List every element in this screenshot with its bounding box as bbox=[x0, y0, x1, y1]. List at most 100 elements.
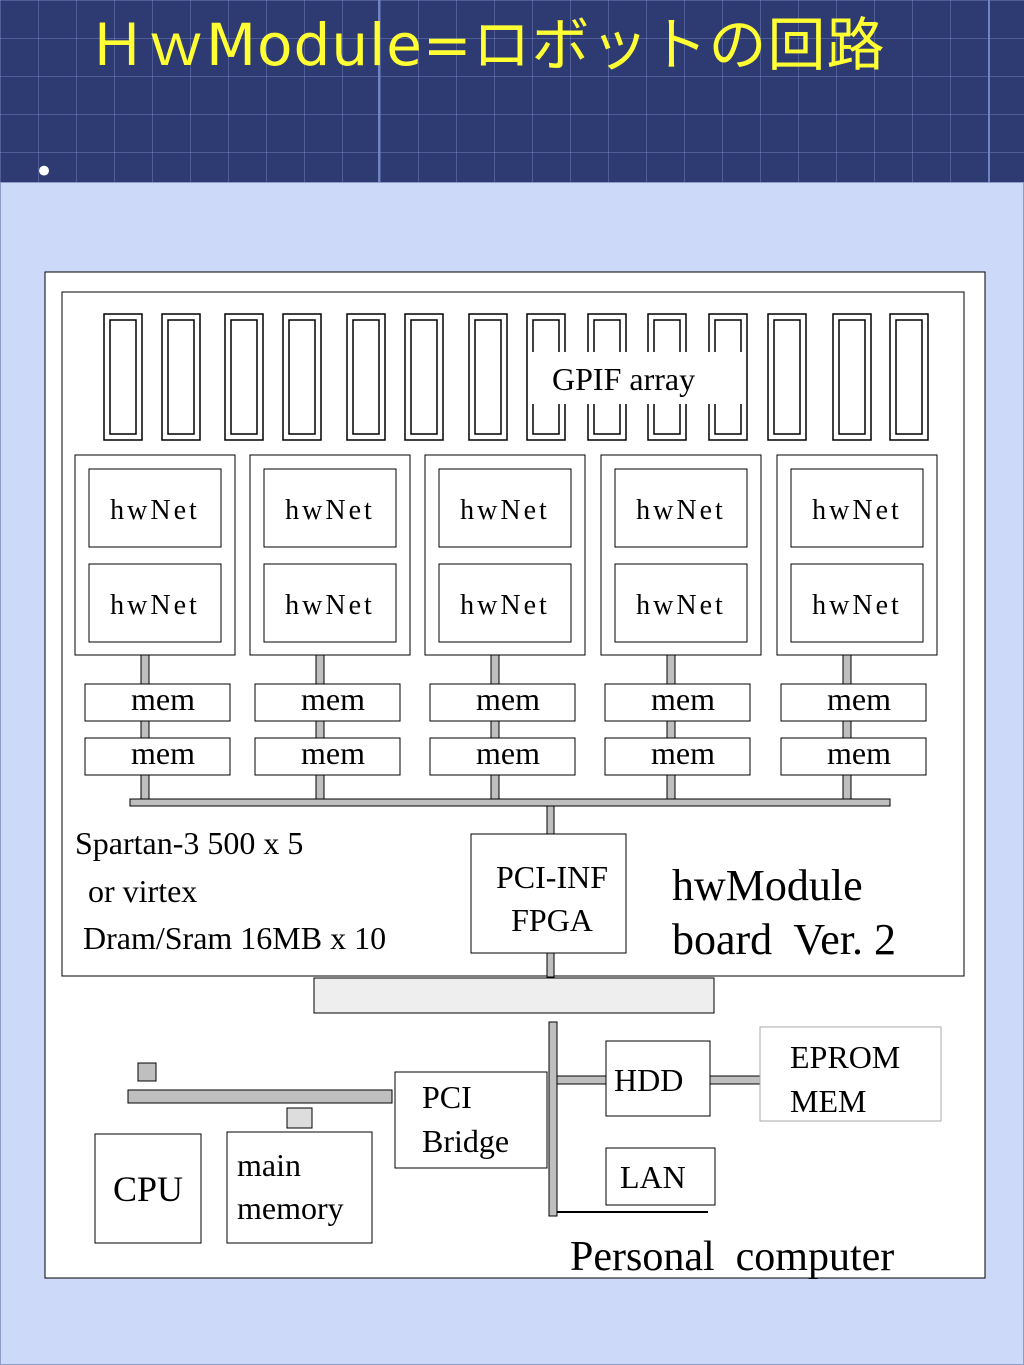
gpif-slot-inner bbox=[230, 319, 258, 435]
spec-line-3: Dram/Sram 16MB x 10 bbox=[75, 920, 386, 956]
board-bus bbox=[129, 798, 891, 807]
pci-slot bbox=[313, 977, 715, 1014]
board-label-2: board Ver. 2 bbox=[672, 915, 896, 964]
eprom-line-1: EPROM bbox=[790, 1039, 900, 1075]
hwnet-box bbox=[263, 468, 397, 548]
mem-label: mem bbox=[651, 735, 715, 771]
spec-line-1: Spartan-3 500 x 5 bbox=[75, 825, 303, 861]
hdd-box bbox=[605, 1040, 711, 1117]
gpif-slot-inner bbox=[288, 319, 316, 435]
slide-title: ＨｗModule=ロボットの回路 bbox=[88, 11, 886, 79]
hwnet-label: hwNet bbox=[812, 590, 902, 621]
module-column: hwNet hwNet mem mem bbox=[776, 454, 938, 800]
hwnet-box bbox=[438, 468, 572, 548]
gpif-slot-inner bbox=[895, 319, 923, 435]
hwnet-label: hwNet bbox=[460, 590, 550, 621]
hwnet-box bbox=[263, 563, 397, 643]
column-bus bbox=[315, 654, 325, 800]
module-column: hwNet hwNet mem mem bbox=[74, 454, 236, 800]
spec-line-2: or virtex bbox=[80, 873, 197, 909]
mem-box bbox=[780, 683, 927, 722]
main-memory-line-1: main bbox=[237, 1147, 301, 1183]
cpu-bus-stub bbox=[137, 1062, 157, 1082]
column-bus bbox=[666, 654, 676, 800]
hwnet-box bbox=[438, 563, 572, 643]
hwnet-box bbox=[88, 468, 222, 548]
module-column: hwNet hwNet mem mem bbox=[600, 454, 762, 800]
pci-inf-connector bbox=[546, 952, 555, 978]
hwnet-label: hwNet bbox=[460, 495, 550, 526]
hwnet-box bbox=[790, 468, 924, 548]
mem-label: mem bbox=[131, 681, 195, 717]
mem-box bbox=[429, 737, 576, 776]
main-memory-line-2: memory bbox=[237, 1190, 344, 1226]
module-column: hwNet hwNet mem mem bbox=[424, 454, 586, 800]
gpif-array bbox=[103, 313, 929, 441]
hwnet-label: hwNet bbox=[285, 495, 375, 526]
mem-label: mem bbox=[476, 681, 540, 717]
hwnet-label: hwNet bbox=[110, 590, 200, 621]
eprom-line-2: MEM bbox=[790, 1083, 866, 1119]
pc-pci-bus bbox=[548, 1021, 558, 1217]
mem-label: mem bbox=[476, 735, 540, 771]
bus-to-pci-inf bbox=[546, 805, 555, 835]
gpif-slot-inner bbox=[474, 319, 502, 435]
mem-label: mem bbox=[827, 735, 891, 771]
mem-label: mem bbox=[301, 735, 365, 771]
board-label-1: hwModule bbox=[672, 861, 863, 910]
hwnet-label: hwNet bbox=[636, 590, 726, 621]
mem-box bbox=[780, 737, 927, 776]
header-grid-line bbox=[988, 0, 990, 182]
header-grid-line bbox=[378, 0, 380, 182]
eprom-link bbox=[709, 1075, 763, 1085]
mem-box bbox=[254, 737, 401, 776]
hwnet-box bbox=[614, 563, 748, 643]
mem-box bbox=[604, 683, 751, 722]
hwnet-box bbox=[88, 563, 222, 643]
hwnet-label: hwNet bbox=[110, 495, 200, 526]
column-bus bbox=[140, 654, 150, 800]
mem-label: mem bbox=[131, 735, 195, 771]
lan-label: LAN bbox=[620, 1159, 686, 1195]
mem-box bbox=[84, 737, 231, 776]
lan-box bbox=[605, 1147, 716, 1206]
mem-label: mem bbox=[651, 681, 715, 717]
mem-box bbox=[84, 683, 231, 722]
mem-label: mem bbox=[827, 681, 891, 717]
hwmodule-board bbox=[61, 291, 965, 977]
pci-bridge-line-2: Bridge bbox=[422, 1123, 509, 1159]
gpif-slot-inner bbox=[773, 319, 801, 435]
column-bus bbox=[842, 654, 852, 800]
pci-inf-fpga-box bbox=[470, 833, 627, 954]
module-columns: hwNethwNetmemmemhwNethwNetmemmemhwNethwN… bbox=[74, 454, 938, 800]
column-bus bbox=[490, 654, 500, 800]
pci-bridge-box bbox=[394, 1071, 548, 1169]
hdd-label: HDD bbox=[614, 1062, 683, 1098]
pci-bridge-line-1: PCI bbox=[422, 1079, 472, 1115]
eprom-box bbox=[759, 1026, 942, 1122]
hwnet-box bbox=[614, 468, 748, 548]
gpif-slot-inner bbox=[410, 319, 438, 435]
gpif-array-label: GPIF array bbox=[552, 361, 695, 397]
gpif-slot-inner bbox=[109, 319, 137, 435]
mem-box bbox=[254, 683, 401, 722]
gpif-slot-inner bbox=[352, 319, 380, 435]
hdd-link bbox=[556, 1075, 607, 1085]
mem-box bbox=[604, 737, 751, 776]
gpif-slot-inner bbox=[838, 319, 866, 435]
hwnet-label: hwNet bbox=[285, 590, 375, 621]
mem-box bbox=[429, 683, 576, 722]
hwnet-label: hwNet bbox=[812, 495, 902, 526]
host-bus bbox=[127, 1089, 393, 1104]
gpif-label-bg bbox=[532, 352, 746, 404]
pci-inf-line-1: PCI-INF bbox=[496, 859, 608, 895]
slide-header: ＨｗModule=ロボットの回路 • bbox=[0, 0, 1024, 192]
memory-bus-stub bbox=[286, 1107, 313, 1129]
cpu-box bbox=[94, 1133, 202, 1244]
hwnet-box bbox=[790, 563, 924, 643]
gpif-slot-inner bbox=[167, 319, 195, 435]
cpu-label: CPU bbox=[113, 1169, 183, 1209]
hwnet-label: hwNet bbox=[636, 495, 726, 526]
